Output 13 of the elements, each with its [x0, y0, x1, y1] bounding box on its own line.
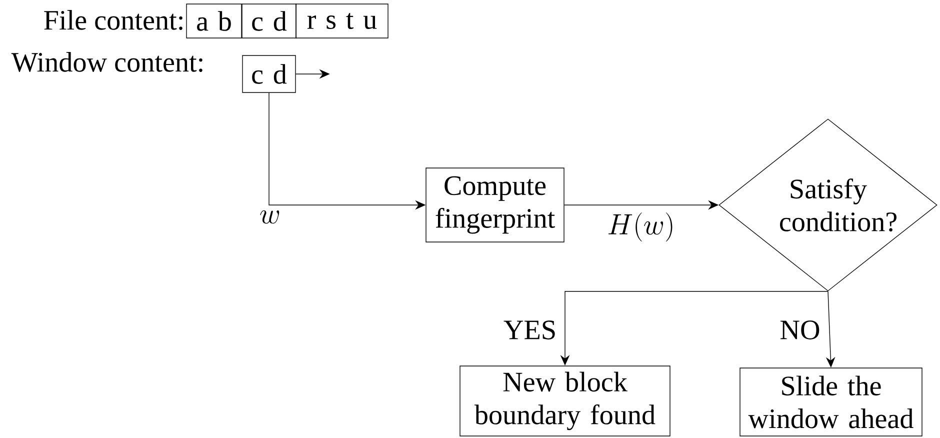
process-box: Slide the window ahead — [740, 368, 922, 436]
edge-label: $H(w)$ — [606, 211, 676, 243]
process-box: New block boundary found — [460, 366, 670, 436]
edge-label: NO — [778, 319, 822, 341]
file-cell: a b — [186, 4, 242, 38]
process-box: Compute fingerprint — [426, 168, 564, 242]
row-label: File content: — [44, 10, 182, 30]
file-cell: c d — [242, 4, 296, 38]
file-cell: r s t u — [296, 4, 388, 38]
edge-label: $w$ — [258, 210, 282, 224]
window-box: c d — [242, 55, 296, 93]
row-label: Window content: — [11, 52, 202, 72]
edge-label: YES — [502, 319, 558, 341]
